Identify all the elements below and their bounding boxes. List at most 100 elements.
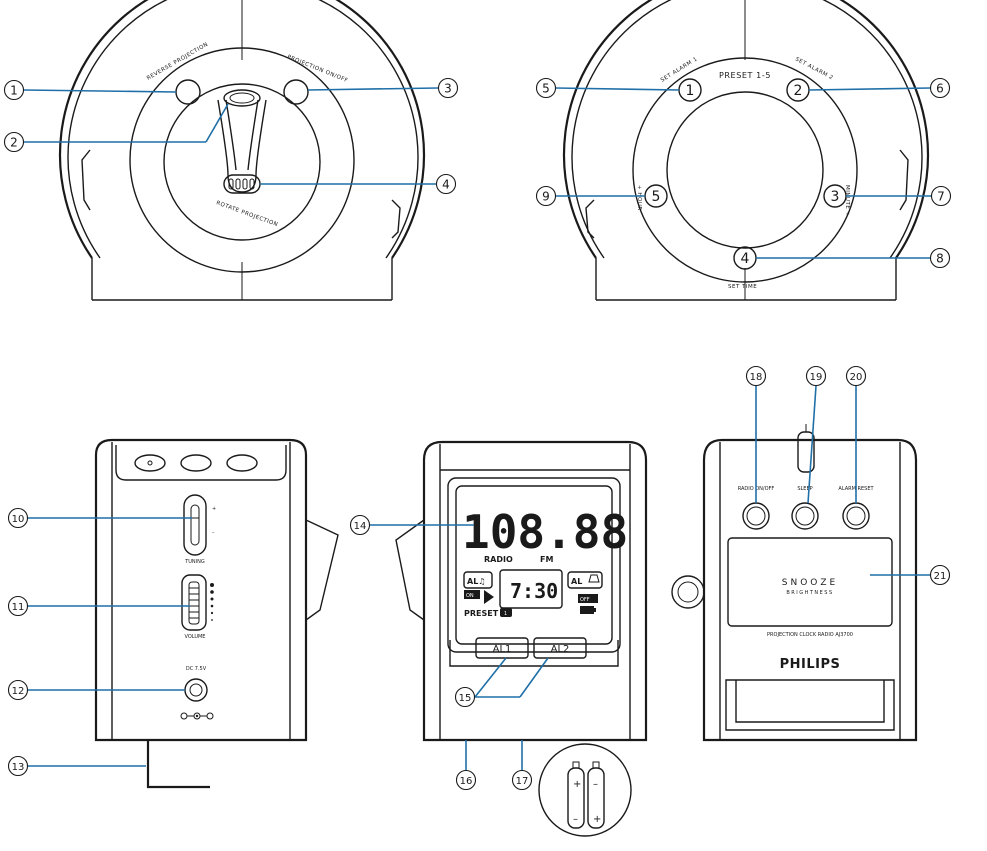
- al2-button[interactable]: [533, 637, 587, 659]
- preset-button-4-label: 4: [741, 251, 750, 267]
- svg-text:3: 3: [444, 82, 452, 96]
- model-label: PROJECTION CLOCK RADIO AJ3700: [767, 632, 853, 638]
- svg-text:12: 12: [12, 686, 25, 697]
- svg-text:11: 11: [12, 602, 25, 613]
- al1-indicator: AL♫: [467, 577, 485, 586]
- sleep-button[interactable]: [791, 502, 819, 530]
- sleep-label: SLEEP: [797, 486, 812, 492]
- callout-18: 18: [745, 365, 767, 387]
- front-view: REVERSE PROJECTION PROJECTION ON/OFF ROT…: [58, 0, 426, 301]
- dc-label: DC 7.5V: [186, 666, 207, 672]
- al2-button-label: AL2: [551, 644, 570, 655]
- svg-text:19: 19: [810, 372, 823, 383]
- svg-text:16: 16: [460, 776, 473, 787]
- preset-button-5-label: 5: [652, 189, 661, 205]
- svg-text:4: 4: [442, 178, 450, 192]
- fm-antenna: [146, 740, 210, 789]
- tuning-slider[interactable]: [183, 494, 207, 556]
- callout-6: 6: [929, 77, 951, 99]
- svg-text:15: 15: [459, 693, 472, 704]
- callout-11: 11: [7, 595, 29, 617]
- svg-text:17: 17: [516, 776, 529, 787]
- callout-2: 2: [3, 131, 25, 153]
- alarm-bell-icon: [588, 574, 600, 583]
- svg-text:13: 13: [12, 762, 25, 773]
- volume-scale-icon: [210, 583, 214, 621]
- snooze-label: SNOOZE: [782, 578, 838, 588]
- svg-text:–: –: [593, 779, 598, 790]
- rotate-projection-label: ROTATE PROJECTION: [215, 200, 278, 228]
- tuning-label: TUNING: [184, 559, 205, 565]
- display-view: 108.88 RADIO FM AL♫ AL 7:30 ON OFF PRESE…: [395, 440, 648, 837]
- callout-17: 17: [511, 769, 533, 791]
- callout-12: 12: [7, 679, 29, 701]
- battery-pair-icon: + – – +: [538, 743, 632, 837]
- play-arrow-icon: [484, 590, 494, 604]
- callout-14: 14: [349, 514, 371, 536]
- back-view: RADIO ON/OFF SLEEP ALARM RESET SNOOZE BR…: [671, 424, 918, 742]
- set-time-label: SET TIME: [728, 284, 757, 290]
- callout-15: 15: [454, 686, 476, 708]
- off-indicator: OFF: [580, 597, 590, 603]
- side-view: + – TUNING VOLUME DC 7.5V: [94, 438, 339, 789]
- callout-4: 4: [435, 173, 457, 195]
- callout-9: 9: [535, 185, 557, 207]
- svg-text:21: 21: [934, 571, 947, 582]
- svg-text:7: 7: [937, 190, 945, 204]
- tuning-plus: +: [212, 506, 216, 512]
- battery-icon: [580, 606, 594, 614]
- svg-text:8: 8: [936, 252, 944, 266]
- radio-indicator: RADIO: [484, 555, 513, 564]
- svg-text:–: –: [573, 814, 578, 825]
- snooze-bar[interactable]: [727, 537, 893, 627]
- callout-21: 21: [929, 564, 951, 586]
- svg-text:2: 2: [10, 136, 18, 150]
- al2-indicator: AL: [571, 577, 582, 586]
- volume-wheel[interactable]: [181, 574, 207, 631]
- reverse-projection-label: REVERSE PROJECTION: [146, 42, 210, 82]
- dc-jack[interactable]: [184, 678, 208, 702]
- svg-text:20: 20: [850, 372, 863, 383]
- volume-label: VOLUME: [185, 634, 206, 640]
- svg-text:6: 6: [936, 82, 944, 96]
- leader-lines: [23, 87, 931, 770]
- minute-label: MINUTE +: [844, 185, 850, 217]
- svg-text:18: 18: [750, 372, 763, 383]
- svg-text:10: 10: [12, 514, 25, 525]
- callout-16: 16: [455, 769, 477, 791]
- frequency-readout: 108.88: [462, 505, 628, 559]
- svg-text:1: 1: [10, 84, 18, 98]
- preset-number: 1: [504, 611, 507, 617]
- on-indicator: ON: [466, 593, 474, 599]
- hour-label: + HOUR: [636, 185, 642, 211]
- fm-indicator: FM: [540, 555, 553, 564]
- tuning-minus: –: [212, 530, 215, 536]
- set-alarm-2-label: SET ALARM 2: [794, 56, 834, 81]
- brand-logo: PHILIPS: [780, 657, 841, 672]
- svg-text:+: +: [573, 779, 581, 790]
- callout-circles: 1 2 3 4 5 6 7 8 9 10 11 12 13 14 15 16 1…: [3, 77, 952, 791]
- callout-10: 10: [7, 507, 29, 529]
- svg-text:+: +: [593, 814, 601, 825]
- clock-time: 7:30: [510, 579, 558, 603]
- callout-3: 3: [437, 77, 459, 99]
- preset-button-3-label: 3: [831, 189, 840, 205]
- al1-button[interactable]: [475, 637, 529, 659]
- preset-indicator: PRESET: [464, 609, 499, 618]
- callout-8: 8: [929, 247, 951, 269]
- preset-button-2-label: 2: [794, 83, 803, 99]
- callout-20: 20: [845, 365, 867, 387]
- callout-5: 5: [535, 77, 557, 99]
- top-view: PRESET 1-5 SET ALARM 1 SET ALARM 2 SET T…: [562, 0, 930, 301]
- al1-button-label: AL1: [493, 644, 512, 655]
- preset-button-1-label: 1: [686, 83, 695, 99]
- svg-text:5: 5: [542, 82, 550, 96]
- dc-polarity-icon: [180, 712, 214, 720]
- callout-1: 1: [3, 79, 25, 101]
- callout-7: 7: [930, 185, 952, 207]
- svg-text:9: 9: [542, 190, 550, 204]
- preset-label: PRESET 1-5: [719, 71, 771, 80]
- svg-text:14: 14: [354, 521, 367, 532]
- callout-13: 13: [7, 755, 29, 777]
